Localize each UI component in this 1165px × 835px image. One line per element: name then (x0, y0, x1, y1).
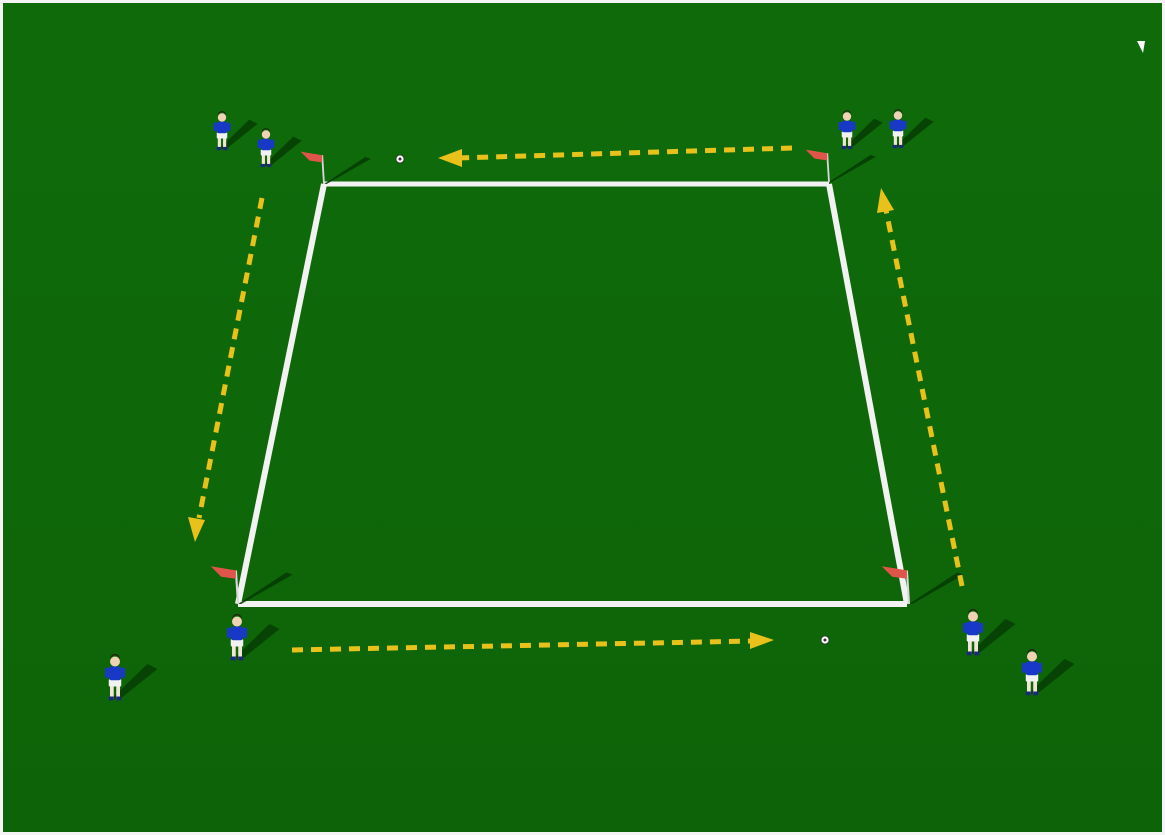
pitch (3, 3, 1162, 832)
ball-icon (821, 636, 829, 644)
ball-icon (396, 155, 404, 163)
